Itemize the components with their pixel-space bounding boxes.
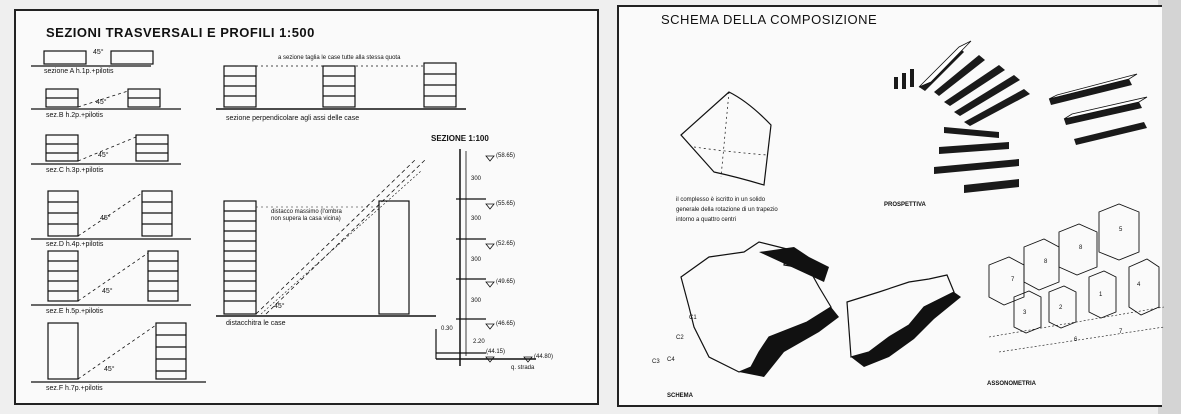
axo-number-2: 8	[1044, 259, 1048, 265]
section-label-c: sez.C h.3p.+pilotis	[46, 167, 104, 174]
sections-title: SEZIONI TRASVERSALI E PROFILI 1:500	[46, 25, 315, 40]
level-2: (55.65)	[496, 201, 516, 207]
cut-note: a sezione taglia le case tutte alla stes…	[278, 55, 401, 61]
scheme-plan	[680, 241, 961, 377]
axo-number-6: 2	[1059, 305, 1063, 311]
distance-house-tall	[223, 200, 257, 315]
distance-note: distacco massimo (l'ombra non supera la …	[271, 209, 342, 222]
sections-panel: SEZIONI TRASVERSALI E PROFILI 1:500 45° …	[14, 9, 599, 405]
level-markers	[485, 155, 533, 363]
center-c1: C1	[689, 315, 697, 321]
axo-number-7: 1	[1099, 292, 1103, 298]
center-c3: C3	[652, 359, 660, 365]
detach-angle: 45°	[274, 303, 285, 310]
spacer-2: 2.20	[473, 339, 485, 345]
section-label-a: sezione A h.1p.+pilotis	[44, 68, 114, 75]
solid-note-line-2: generale della rotazione di un trapezio	[676, 207, 778, 213]
center-c2: C2	[676, 335, 684, 341]
house-c-left	[45, 134, 79, 162]
section-label-f: sez.F h.7p.+pilotis	[46, 385, 103, 392]
section-label-d: sez.D h.4p.+pilotis	[46, 241, 104, 248]
composition-title: SCHEMA DELLA COMPOSIZIONE	[661, 12, 878, 27]
axo-number-9: 6	[1074, 337, 1078, 343]
street-label: q. strada	[511, 365, 535, 371]
house-e-left	[47, 250, 79, 302]
house-f-right	[155, 322, 187, 380]
level-1: (58.65)	[496, 153, 516, 159]
page-edge-strip	[1158, 0, 1181, 414]
height-3: 300	[471, 257, 482, 263]
axonometry-caption: ASSONOMETRIA	[987, 381, 1037, 387]
sections-drawing	[31, 50, 536, 383]
perspective-caption: PROSPETTIVA	[884, 202, 926, 208]
level-3: (52.65)	[496, 241, 516, 247]
angle-label-b: 45°	[96, 99, 107, 106]
level-6: (44.15)	[486, 349, 506, 355]
angle-label-f: 45°	[104, 366, 115, 373]
axo-number-4: 5	[1119, 227, 1123, 233]
composition-panel: SCHEMA DELLA COMPOSIZIONE il complesso è…	[617, 5, 1164, 407]
section100-title: SEZIONE 1:100	[431, 134, 489, 143]
angle-label-e: 45°	[102, 288, 113, 295]
height-1: 300	[471, 176, 482, 182]
angle-label-d: 45°	[100, 215, 111, 222]
scheme-caption: SCHEMA	[667, 393, 694, 399]
house-e-right	[147, 250, 179, 302]
center-c4: C4	[667, 357, 675, 363]
axo-number-10: 7	[1119, 329, 1123, 335]
house-a-left	[43, 50, 87, 65]
level-7: (44.80)	[534, 354, 554, 360]
axonometry-drawing	[988, 203, 1164, 353]
height-4: 300	[471, 298, 482, 304]
height-2: 300	[471, 216, 482, 222]
angle-label-a: 45°	[93, 49, 104, 56]
solid-note-line-1: il complesso è iscritto in un solido	[676, 197, 766, 203]
spacer-1: 0.30	[441, 326, 453, 332]
axo-number-3: 8	[1079, 245, 1083, 251]
section-label-e: sez.E h.5p.+pilotis	[46, 308, 104, 315]
distance-house-far	[378, 200, 410, 315]
level-5: (46.65)	[496, 321, 516, 327]
section-label-b: sez.B h.2p.+pilotis	[46, 112, 104, 119]
trapezoid-solid	[680, 91, 772, 186]
house-a-right	[110, 50, 154, 65]
axo-number-1: 7	[1011, 277, 1015, 283]
level-4: (49.65)	[496, 279, 516, 285]
angle-label-c: 45°	[98, 152, 109, 159]
composition-drawing	[680, 40, 1164, 377]
perpendicular-caption: sezione perpendicolare agli assi delle c…	[226, 115, 360, 122]
house-f-left	[47, 322, 79, 380]
detach-caption: distacchitra le case	[226, 320, 286, 327]
solid-note-line-3: intorno a quattro centri	[676, 217, 737, 223]
perspective-blocks	[894, 47, 1147, 193]
axo-number-5: 3	[1023, 310, 1027, 316]
axo-number-8: 4	[1137, 282, 1141, 288]
house-c-right	[135, 134, 169, 162]
